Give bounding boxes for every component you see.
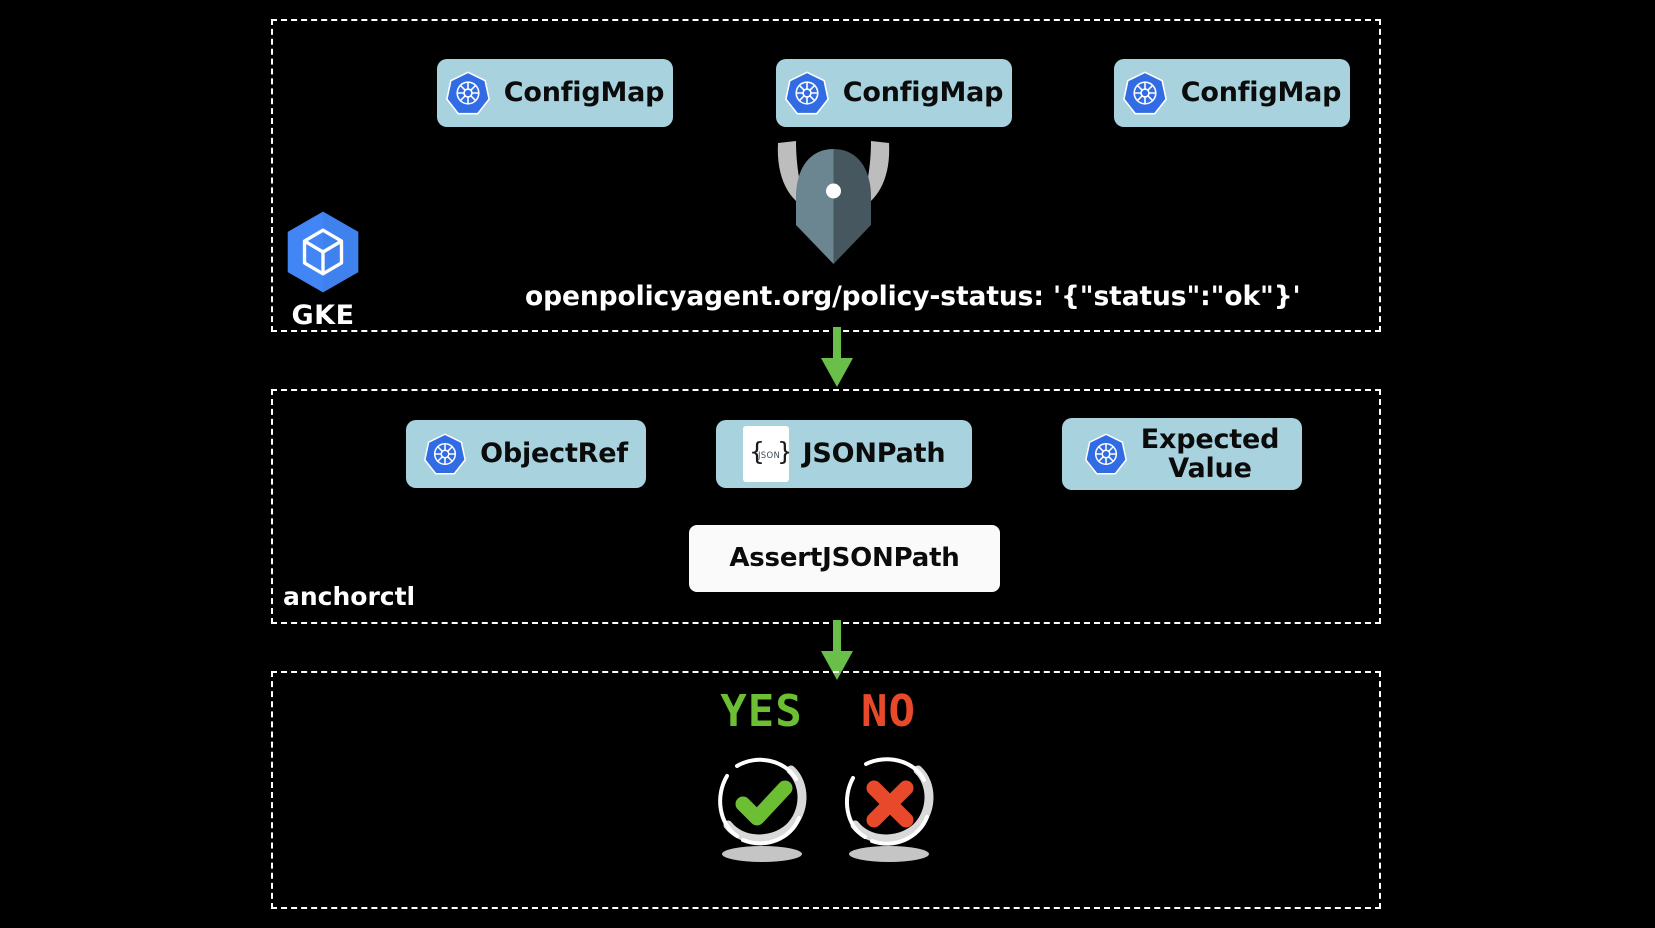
check-circle-icon [705, 746, 818, 868]
chip-label: Expected Value [1140, 423, 1280, 484]
verdict-yes[interactable]: YES [705, 690, 818, 880]
chip-objectref[interactable]: ObjectRef [406, 420, 646, 488]
arrow-top-to-middle [821, 327, 853, 387]
chip-expected-value[interactable]: Expected Value [1062, 418, 1302, 490]
chip-label: ConfigMap [1180, 77, 1342, 109]
anchorctl-label: anchorctl [283, 582, 416, 611]
json-icon: { } JSON [742, 426, 789, 482]
assert-jsonpath-action[interactable]: AssertJSONPath [689, 525, 1000, 592]
chip-configmap-1[interactable]: ConfigMap [437, 59, 673, 127]
cross-circle-icon [832, 746, 945, 868]
arrow-middle-to-bottom [821, 620, 853, 680]
chip-label: ConfigMap [842, 77, 1004, 109]
chip-label: ObjectRef [480, 438, 628, 470]
kubernetes-icon [1122, 71, 1167, 115]
gke-icon [281, 211, 365, 298]
svg-text:}: } [777, 437, 789, 466]
verdict-no[interactable]: NO [832, 690, 945, 880]
svg-text:JSON: JSON [757, 451, 780, 461]
verdict-no-label: NO [861, 686, 916, 737]
kubernetes-icon [1084, 433, 1127, 475]
chip-label: JSONPath [802, 438, 946, 470]
cluster-resources-panel [271, 19, 1381, 332]
svg-text:{: { [749, 437, 765, 466]
verdict-yes-label: YES [720, 686, 803, 737]
kubernetes-icon [784, 71, 829, 115]
chip-configmap-2[interactable]: ConfigMap [776, 59, 1012, 127]
gke-logo-group: GKE [280, 210, 366, 331]
assert-jsonpath-label: AssertJSONPath [729, 543, 960, 574]
chip-label: ConfigMap [503, 77, 665, 109]
anchorctl-panel [271, 389, 1381, 624]
gke-label: GKE [291, 300, 355, 331]
kubernetes-icon [424, 433, 467, 475]
verdict-group: YES NO [705, 690, 945, 880]
result-panel [271, 671, 1381, 909]
policy-status-annotation: openpolicyagent.org/policy-status: '{"st… [525, 281, 1301, 312]
chip-jsonpath[interactable]: { } JSON JSONPath [716, 420, 972, 488]
kubernetes-icon [445, 71, 490, 115]
open-policy-agent-icon [766, 135, 901, 268]
chip-configmap-3[interactable]: ConfigMap [1114, 59, 1350, 127]
